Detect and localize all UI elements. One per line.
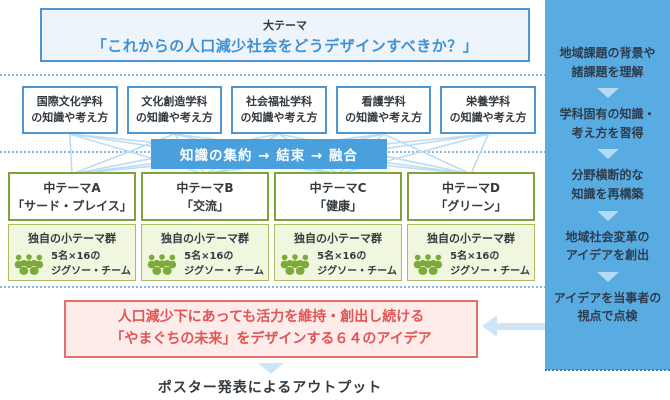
sub-theme-box: 独自の小テーマ群 5名×16の ジグソー・チーム: [141, 224, 269, 281]
people-group-icon: [14, 254, 44, 275]
fusion-box: 知識の集約 → 結束 → 融合: [151, 139, 387, 169]
dotted-connector: [0, 286, 670, 288]
people-group-icon: [413, 254, 443, 275]
mid-theme-name: 中テーマA: [43, 180, 101, 195]
department-sub: の知識や考え方: [345, 111, 423, 124]
result-line2: 「やまぐちの未来」をデザインする６４のアイデア: [110, 331, 432, 347]
step-down-arrow-icon: [596, 149, 619, 160]
mid-theme-row: 中テーマA 「サード・プレイス」 中テーマB 「交流」 中テーマC 「健康」 中…: [8, 172, 535, 221]
big-theme-title: 「これからの人口減少社会をどうデザインすべきか？」: [91, 37, 479, 55]
department-sub: の知識や考え方: [240, 111, 318, 124]
mid-theme-topic: 「健康」: [313, 198, 362, 213]
step-down-arrow-icon: [596, 210, 619, 221]
sub-theme-title: 独自の小テーマ群: [28, 232, 116, 245]
left-arrow-icon: [482, 315, 546, 337]
mid-theme-box: 中テーマA 「サード・プレイス」: [8, 172, 136, 221]
mid-theme-topic: 「サード・プレイス」: [12, 198, 132, 213]
department-sub: の知識や考え方: [135, 111, 213, 124]
sidebar-step: アイデアを当事者の視点で点検: [553, 290, 662, 324]
team-size-label: 5名×16の ジグソー・チーム: [51, 251, 131, 277]
sub-theme-box: 独自の小テーマ群 5名×16の ジグソー・チーム: [8, 224, 136, 281]
department-sub: の知識や考え方: [31, 111, 109, 124]
department-box: 栄養学科 の知識や考え方: [440, 86, 536, 134]
team-size-label: 5名×16の ジグソー・チーム: [450, 251, 530, 277]
result-line1: 人口減少下にあっても活力を維持・創出し続ける: [117, 309, 425, 326]
mid-theme-topic: 「交流」: [180, 198, 229, 213]
sidebar-step: 地域社会変革のアイデアを創出: [565, 229, 650, 263]
sub-theme-title: 独自の小テーマ群: [427, 232, 515, 245]
people-group-icon: [280, 254, 310, 275]
big-theme-box: 大テーマ 「これからの人口減少社会をどうデザインすべきか？」: [40, 8, 530, 62]
department-box: 看護学科 の知識や考え方: [335, 86, 432, 134]
step-down-arrow-icon: [596, 271, 619, 282]
department-name: 文化創造学科: [141, 95, 208, 109]
mid-theme-box: 中テーマC 「健康」: [274, 172, 402, 221]
department-name: 国際文化学科: [36, 95, 103, 109]
team-size-label: 5名×16の ジグソー・チーム: [184, 251, 264, 277]
sub-theme-row: 独自の小テーマ群 5名×16の ジグソー・チーム 独自の小: [8, 224, 535, 281]
sidebar-process-steps: 地域課題の背景や諸課題を理解 学科固有の知識・考え方を習得 分野横断的な知識を再…: [545, 0, 670, 370]
department-row: 国際文化学科 の知識や考え方 文化創造学科 の知識や考え方 社会福祉学科 の知識…: [22, 86, 536, 134]
down-arrow-icon: [258, 363, 284, 374]
sub-theme-title: 独自の小テーマ群: [294, 232, 382, 245]
department-box: 社会福祉学科 の知識や考え方: [231, 86, 327, 134]
sub-theme-title: 独自の小テーマ群: [161, 232, 249, 245]
department-name: 看護学科: [361, 95, 406, 109]
step-down-arrow-icon: [596, 88, 619, 99]
dotted-connector: [0, 74, 670, 76]
mid-theme-name: 中テーマC: [309, 180, 367, 195]
sub-theme-box: 独自の小テーマ群 5名×16の ジグソー・チーム: [274, 224, 402, 281]
poster-output-label: ポスター発表によるアウトプット: [157, 380, 383, 396]
department-name: 栄養学科: [466, 95, 511, 109]
mid-theme-box: 中テーマD 「グリーン」: [407, 172, 535, 221]
sub-theme-box: 独自の小テーマ群 5名×16の ジグソー・チーム: [407, 224, 535, 281]
mid-theme-topic: 「グリーン」: [435, 198, 507, 213]
people-group-icon: [147, 254, 177, 275]
result-box: 人口減少下にあっても活力を維持・創出し続ける 「やまぐちの未来」をデザインする６…: [64, 300, 478, 358]
sidebar-step: 地域課題の背景や諸課題を理解: [559, 46, 656, 79]
dotted-connector: [545, 369, 670, 371]
department-box: 文化創造学科 の知識や考え方: [126, 86, 223, 134]
mid-theme-box: 中テーマB 「交流」: [141, 172, 269, 221]
team-size-label: 5名×16の ジグソー・チーム: [317, 251, 397, 277]
department-sub: の知識や考え方: [449, 111, 527, 124]
mid-theme-name: 中テーマB: [176, 180, 234, 195]
department-name: 社会福祉学科: [245, 95, 312, 109]
sidebar-step: 分野横断的な知識を再構築: [571, 168, 644, 201]
mid-theme-name: 中テーマD: [442, 180, 500, 195]
department-box: 国際文化学科 の知識や考え方: [22, 86, 118, 134]
big-theme-label: 大テーマ: [263, 19, 307, 32]
sidebar-step: 学科固有の知識・考え方を習得: [559, 107, 656, 140]
